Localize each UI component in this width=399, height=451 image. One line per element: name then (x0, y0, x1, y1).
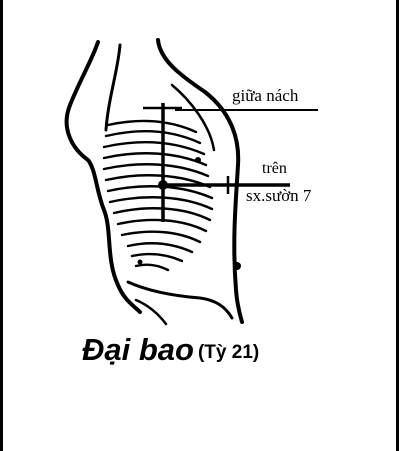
rib (104, 153, 206, 165)
point-code: (Tỳ 21) (198, 342, 259, 363)
rib (122, 232, 200, 242)
nipple-mark (195, 157, 201, 163)
arm-inner-outline (106, 45, 120, 130)
rib (136, 265, 168, 270)
marker-dot (233, 262, 241, 270)
rib (128, 243, 192, 252)
figure-title: Đại bao(Tỳ 21) (82, 332, 259, 368)
above-label: trên (262, 160, 287, 178)
marker-dot-small (138, 260, 143, 265)
point-name: Đại bao (82, 332, 194, 367)
rib-cage (104, 121, 212, 270)
rib-crossing-label: sx.sườn 7 (246, 186, 311, 206)
acupoint-marker (158, 180, 168, 190)
mid-axilla-label: giữa nách (232, 86, 298, 106)
chest-outline (158, 40, 242, 322)
waist-outline (128, 282, 232, 318)
